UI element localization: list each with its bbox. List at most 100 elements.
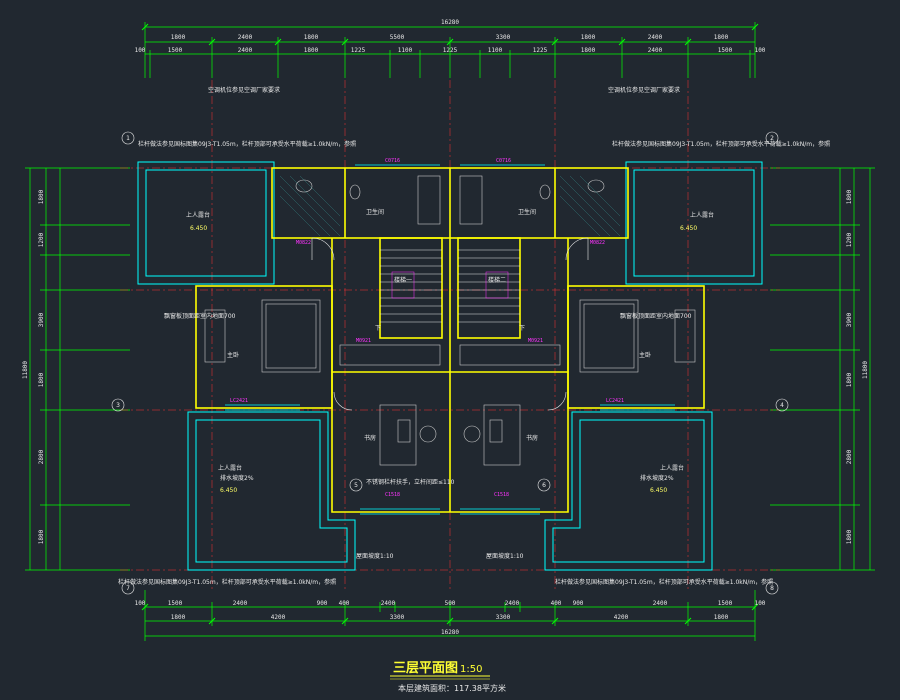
dimension-lines — [25, 22, 875, 641]
terraces — [137, 161, 763, 571]
doors — [311, 237, 589, 411]
dim-left-6: 1800 — [38, 529, 45, 544]
dim-top-4: 5500 — [390, 34, 405, 41]
note-ac-tr: 空调机位参见空调厂家要求 — [608, 86, 680, 94]
dim-left-4: 1800 — [38, 372, 45, 387]
dim-right-4: 1800 — [846, 372, 853, 387]
tag-m2: M0921 — [528, 338, 543, 344]
walls — [195, 167, 705, 513]
dim-bot-4: 900 — [317, 600, 328, 607]
room-stair-right: 楼梯二 — [488, 276, 506, 284]
bubble-7: 7 — [126, 585, 130, 592]
dim-top2-4: 1800 — [304, 47, 319, 54]
tag-m1: M0921 — [356, 338, 371, 344]
dim-bot-11: 2400 — [653, 600, 668, 607]
notes: 栏杆做法参见国标图集09J3-T1.05m，栏杆顶部可承受水平荷载≥1.0kN/… — [118, 86, 830, 586]
grid-bubbles — [111, 131, 789, 595]
room-terrace-bl: 上人露台 — [218, 464, 242, 472]
room-bedroom-right: 主卧 — [639, 351, 651, 359]
room-terrace-tr: 上人露台 — [690, 211, 714, 219]
drawing-title-block: 三层平面图 1:50 本层建筑面积：117.38平方米 — [390, 661, 506, 693]
dim-top2-2: 1500 — [168, 47, 183, 54]
dim-top2-1: 100 — [135, 47, 146, 54]
tag-c5: C0716 — [385, 158, 400, 164]
dim-top2-5: 1225 — [351, 47, 366, 54]
dim-bot-2: 1500 — [168, 600, 183, 607]
dim-top2-12: 1500 — [718, 47, 733, 54]
bubble-6: 6 — [542, 482, 546, 489]
dim-top2-8: 1100 — [488, 47, 503, 54]
dim-left-1: 1800 — [38, 189, 45, 204]
dim-top2-6: 1100 — [398, 47, 413, 54]
tag-c3: LC2421 — [230, 398, 248, 404]
room-study-left: 书房 — [364, 434, 376, 442]
dim-top-8: 1800 — [714, 34, 729, 41]
dim-right-total: 11800 — [862, 361, 869, 379]
dim-bot-8: 2400 — [505, 600, 520, 607]
dim-bot2-1: 1800 — [171, 614, 186, 621]
room-bedroom-left: 主卧 — [227, 351, 239, 359]
tag-m4: M0822 — [590, 240, 605, 246]
dimension-texts: 16280 1800 2400 1800 5500 3300 1800 2400… — [22, 19, 869, 636]
dim-top-2: 2400 — [238, 34, 253, 41]
grid-bubble-labels: 1 2 3 4 5 6 7 8 — [116, 135, 784, 592]
dim-top-5: 3300 — [496, 34, 511, 41]
note-railing-bl: 栏杆做法参见国标图集09J3-T1.05m，栏杆顶部可承受水平荷载≥1.0kN/… — [118, 578, 336, 586]
note-drain-right: 排水坡度2% — [640, 474, 674, 482]
note-railing-tl: 栏杆做法参见国标图集09J3-T1.05m，栏杆顶部可承受水平荷载≥1.0kN/… — [138, 140, 356, 148]
dim-top2-13: 100 — [755, 47, 766, 54]
stairs — [380, 249, 520, 323]
bubble-8: 8 — [770, 585, 774, 592]
note-window-right: 飘窗板顶面距室内地面700 — [620, 312, 692, 320]
tag-c1: C1518 — [385, 492, 400, 498]
room-stair-left: 楼梯一 — [394, 276, 412, 284]
dim-bot-total: 16280 — [441, 629, 459, 636]
note-ac-tl: 空调机位参见空调厂家要求 — [208, 86, 280, 94]
tag-c6: C0716 — [496, 158, 511, 164]
dim-left-3: 3900 — [38, 312, 45, 327]
dimension-ticks — [141, 23, 759, 625]
dim-bot-7: 500 — [445, 600, 456, 607]
room-bath-right: 卫生间 — [518, 208, 536, 216]
dim-bot-10: 900 — [573, 600, 584, 607]
dim-left-2: 1200 — [38, 232, 45, 247]
dim-bot-13: 100 — [755, 600, 766, 607]
tag-c4: LC2421 — [606, 398, 624, 404]
tag-c2: C1518 — [494, 492, 509, 498]
note-railing-tr: 栏杆做法参见国标图集09J3-T1.05m，栏杆顶部可承受水平荷载≥1.0kN/… — [612, 140, 830, 148]
dim-top2-7: 1225 — [443, 47, 458, 54]
bubble-3: 3 — [116, 402, 120, 409]
room-bath-left: 卫生间 — [366, 208, 384, 216]
note-window-left: 飘窗板顶面距室内地面700 — [164, 312, 236, 320]
dim-bot-5: 400 — [339, 600, 350, 607]
dim-bot-3: 2400 — [233, 600, 248, 607]
dim-bot2-2: 4200 — [271, 614, 286, 621]
dim-bot-1: 100 — [135, 600, 146, 607]
note-porch-left: 屋面坡度1:10 — [356, 552, 394, 560]
level-tr: 6.450 — [680, 225, 697, 232]
stair-down-right: 下 — [519, 325, 525, 332]
drawing-scale: 1:50 — [460, 664, 482, 675]
level-br: 6.450 — [650, 487, 667, 494]
bubble-4: 4 — [780, 402, 784, 409]
dim-top-total: 16280 — [441, 19, 459, 26]
drawing-title: 三层平面图 — [393, 661, 458, 676]
room-terrace-tl: 上人露台 — [186, 211, 210, 219]
dim-right-2: 1200 — [846, 232, 853, 247]
dim-bot-6: 2400 — [381, 600, 396, 607]
dim-top2-10: 1800 — [581, 47, 596, 54]
dim-right-3: 3900 — [846, 312, 853, 327]
dim-bot2-5: 4200 — [614, 614, 629, 621]
dim-bot-12: 1500 — [718, 600, 733, 607]
dim-top-1: 1800 — [171, 34, 186, 41]
note-study-rail: 不锈钢栏杆扶手，立杆间距≤110 — [366, 478, 455, 486]
dim-bot2-4: 3300 — [496, 614, 511, 621]
dim-right-6: 1800 — [846, 529, 853, 544]
dim-top2-11: 2400 — [648, 47, 663, 54]
dim-left-total: 11800 — [22, 361, 29, 379]
dim-right-5: 2800 — [846, 449, 853, 464]
dim-bot2-6: 1800 — [714, 614, 729, 621]
bubble-2: 2 — [770, 135, 774, 142]
dim-bot2-3: 3300 — [390, 614, 405, 621]
